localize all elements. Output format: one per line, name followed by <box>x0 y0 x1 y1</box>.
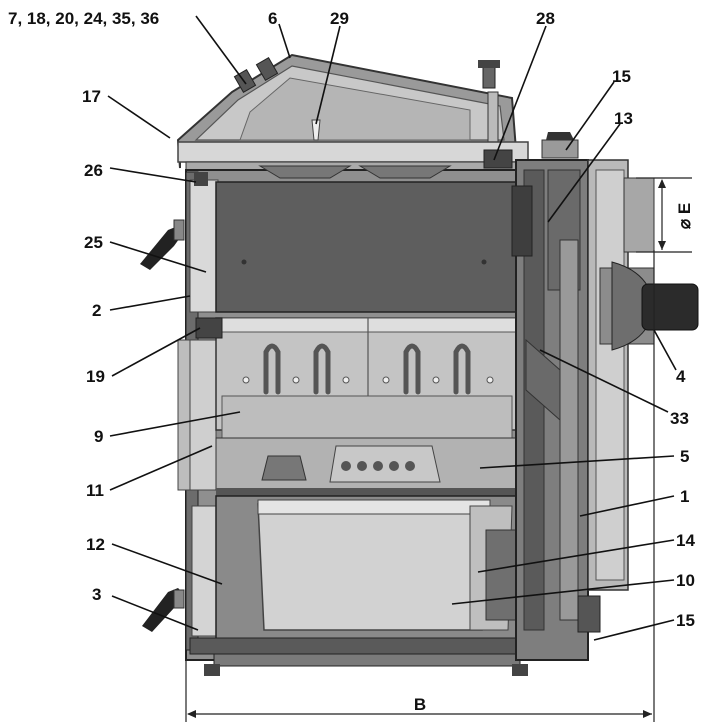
label-9: 9 <box>94 427 103 446</box>
label-14: 14 <box>676 531 695 550</box>
label-3: 3 <box>92 585 101 604</box>
label-25: 25 <box>84 233 103 252</box>
dimension-e: ⌀ E <box>636 177 694 253</box>
boiler-drawing <box>140 53 699 676</box>
label-29: 29 <box>330 9 349 28</box>
dimension-e-label: ⌀ E <box>675 203 694 229</box>
label-28: 28 <box>536 9 555 28</box>
label-19: 19 <box>86 367 105 386</box>
label-2: 2 <box>92 301 101 320</box>
label-12: 12 <box>86 535 105 554</box>
label-4: 4 <box>676 367 686 386</box>
label-13: 13 <box>614 109 633 128</box>
label-6: 6 <box>268 9 277 28</box>
label-1: 1 <box>680 487 689 506</box>
label-11: 11 <box>86 481 104 500</box>
label-17: 17 <box>82 87 101 106</box>
label-26: 26 <box>84 161 103 180</box>
dimension-b: B <box>185 250 655 722</box>
label-7-18-20-24-35-36: 7, 18, 20, 24, 35, 36 <box>8 9 159 28</box>
label-15-top: 15 <box>612 67 631 86</box>
callout-labels: 7, 18, 20, 24, 35, 36 6 29 28 15 13 17 2… <box>8 9 695 630</box>
label-5: 5 <box>680 447 689 466</box>
label-33: 33 <box>670 409 689 428</box>
label-15-bottom: 15 <box>676 611 695 630</box>
leader-lines <box>107 15 677 641</box>
dimension-b-label: B <box>414 695 426 714</box>
label-10: 10 <box>676 571 695 590</box>
